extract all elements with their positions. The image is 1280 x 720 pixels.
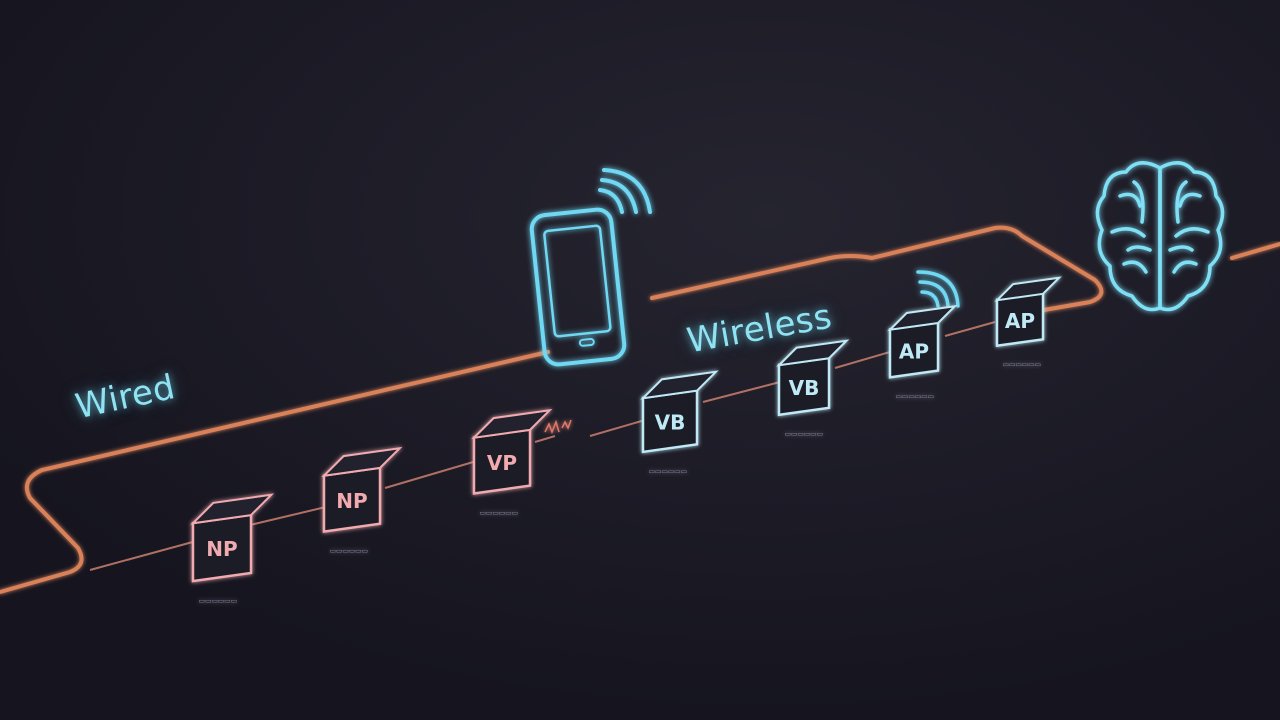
wireless-node-4-caption: ▭▭▭▭▭▭ (1003, 360, 1042, 370)
signal-spark (544, 419, 572, 435)
wired-node-2: NP ▭▭▭▭▭▭ (321, 446, 403, 557)
wireless-node-4-label: AP (1005, 309, 1035, 333)
wired-node-3-caption: ▭▭▭▭▭▭ (480, 509, 519, 519)
wireless-node-3-label: AP (899, 339, 929, 363)
brain-output-cable (1230, 242, 1280, 260)
wired-node-1: NP ▭▭▭▭▭▭ (190, 493, 275, 606)
backbone-cable (650, 225, 1104, 312)
wifi-signal-icon (598, 168, 652, 214)
wifi-signal-icon-node (916, 270, 960, 308)
wired-cable (0, 350, 550, 594)
wired-node-3: VP ▭▭▭▭▭▭ (471, 408, 553, 519)
wired-node-1-caption: ▭▭▭▭▭▭ (199, 596, 238, 606)
wireless-node-2-caption: ▭▭▭▭▭▭ (785, 430, 824, 440)
wired-node-1-label: NP (206, 537, 237, 561)
wireless-node-1: VB ▭▭▭▭▭▭ (640, 370, 719, 477)
smartphone-icon (529, 207, 627, 367)
wireless-node-1-caption: ▭▭▭▭▭▭ (649, 467, 688, 477)
wireless-chain-line (589, 321, 996, 437)
wireless-node-1-label: VB (655, 410, 686, 434)
wired-chain-line (89, 435, 556, 571)
wired-node-2-caption: ▭▭▭▭▭▭ (330, 547, 369, 557)
brain-icon (1095, 161, 1225, 312)
wired-node-3-label: VP (487, 451, 517, 475)
wired-node-2-label: NP (336, 489, 367, 513)
wireless-node-2-label: VB (789, 376, 820, 400)
wireless-node-4: AP ▭▭▭▭▭▭ (994, 276, 1062, 370)
wireless-node-3: AP ▭▭▭▭▭▭ (887, 304, 958, 402)
wireless-node-2: VB ▭▭▭▭▭▭ (776, 339, 850, 440)
wireless-node-3-caption: ▭▭▭▭▭▭ (896, 392, 935, 402)
